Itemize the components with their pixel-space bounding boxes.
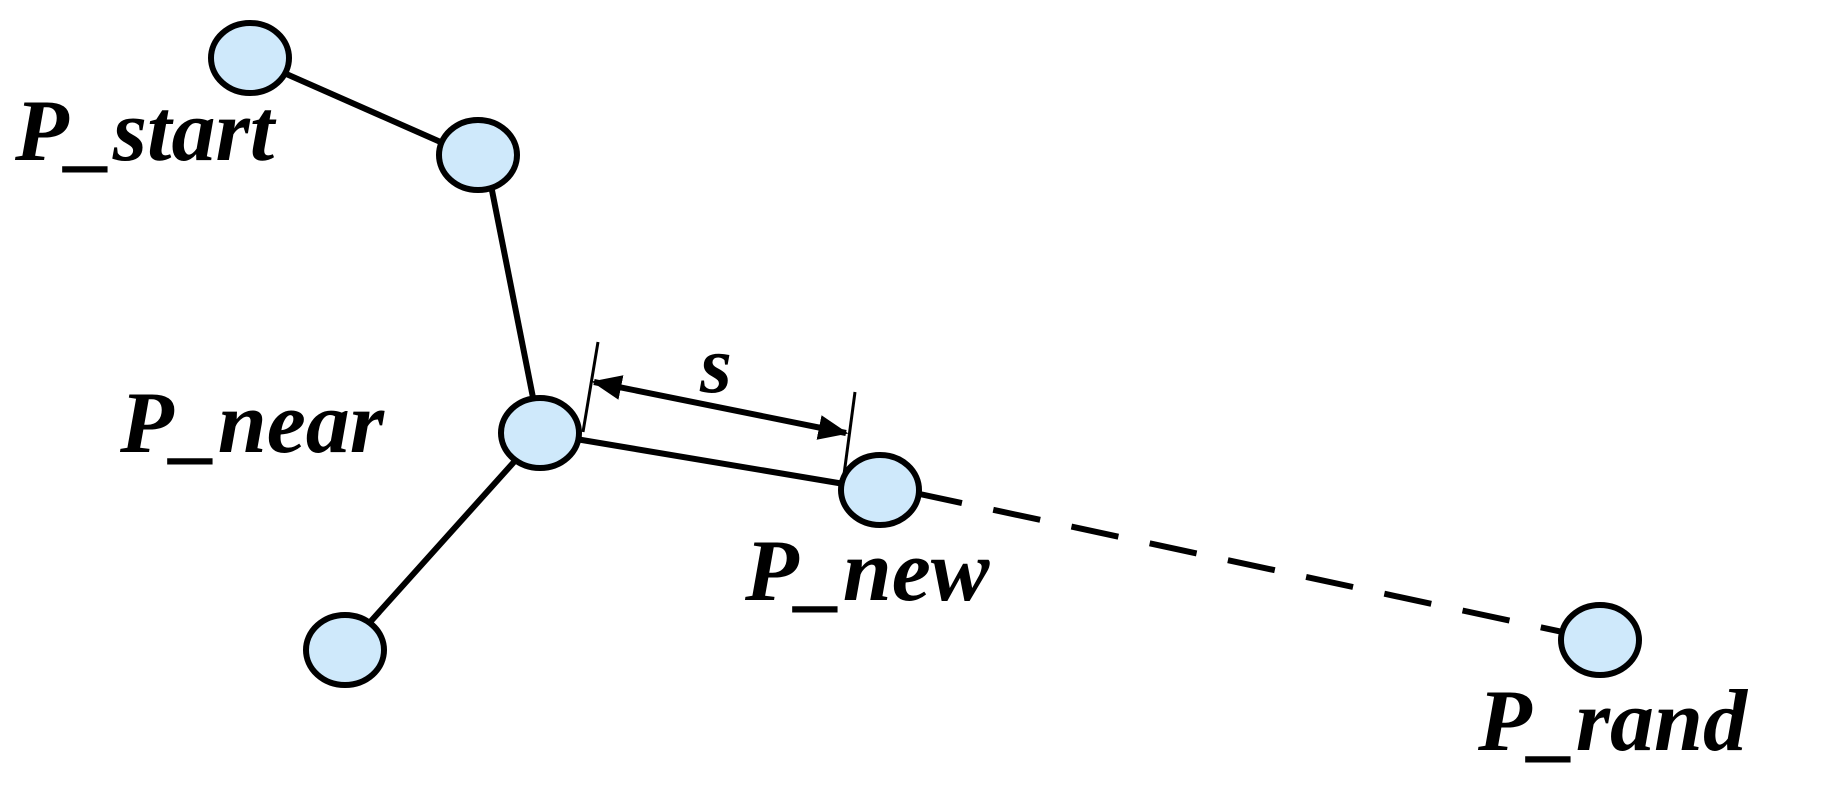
edge-near-to-new bbox=[539, 430, 881, 493]
node-p-rand bbox=[1558, 602, 1642, 678]
label-p-start: P_start bbox=[14, 83, 277, 180]
node-leaf bbox=[303, 612, 387, 688]
edge-node2-to-near bbox=[482, 154, 543, 434]
node-intermediate bbox=[436, 117, 520, 193]
step-tick-left bbox=[581, 341, 600, 433]
node-p-start bbox=[208, 20, 292, 96]
node-p-new bbox=[838, 452, 922, 528]
label-p-rand: P_rand bbox=[1477, 673, 1749, 770]
node-p-near bbox=[498, 395, 582, 471]
edge-near-to-leaf bbox=[342, 430, 543, 653]
step-tick-right bbox=[841, 391, 857, 483]
edge-new-to-rand-dashed bbox=[914, 490, 1601, 643]
step-dimension-arrow bbox=[591, 375, 849, 440]
label-step-s: s bbox=[699, 319, 732, 410]
label-p-near: P_near bbox=[119, 375, 385, 472]
label-p-new: P_new bbox=[744, 523, 990, 620]
